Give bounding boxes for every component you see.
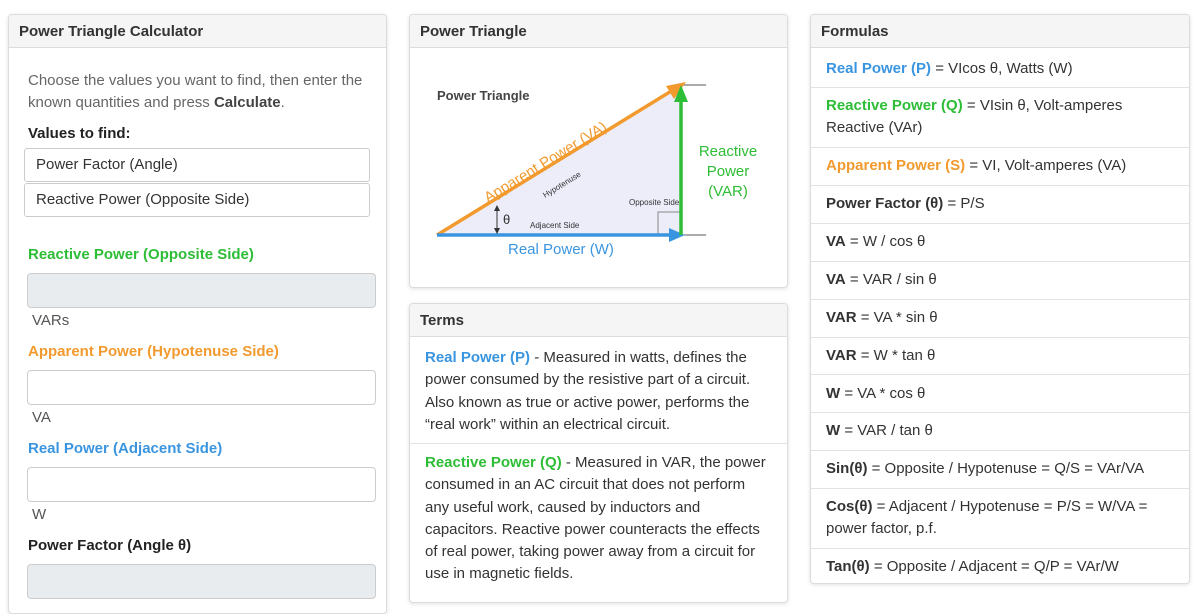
formula-va-sin: VA = VAR / sin θ [826,271,937,288]
apparent-power-label: Apparent Power (Hypotenuse Side) [28,343,279,360]
reactive-power-text-1: Reactive [699,143,757,160]
power-triangle-diagram: Power Triangle Apparent Power (VA) Hypot… [436,82,757,258]
opposite-side-text: Opposite Side [629,198,680,207]
real-power-unit: W [32,506,47,523]
calculator-title: Power Triangle Calculator [9,15,386,48]
terms-title: Terms [410,304,787,337]
theta-text: θ [503,212,510,227]
terms-panel: Terms Real Power (P) - Measured in watts… [409,303,788,603]
values-select-option-reactive-power[interactable]: Reactive Power (Opposite Side) [24,183,370,217]
terms-divider [410,443,787,444]
term-reactive-power: Reactive Power (Q) - Measured in VAR, th… [425,454,766,583]
right-angle-mark [657,211,681,235]
formula-power-factor: Power Factor (θ) = P/S [826,195,985,212]
reactive-power-text-2: Power [707,163,750,180]
formula-cos: Cos(θ) = Adjacent / Hypotenuse = P/S = W… [826,498,1148,537]
formulas-title: Formulas [811,15,1189,48]
real-power-input[interactable] [27,467,376,502]
power-triangle-panel: Power Triangle Power Triangle Apparent P… [409,14,788,288]
values-select-option-power-factor[interactable]: Power Factor (Angle) [24,148,370,182]
reactive-power-text-3: (VAR) [708,183,748,200]
formula-divider [811,185,1189,186]
power-factor-input[interactable] [27,564,376,599]
values-to-find-label: Values to find: [28,125,131,142]
formula-divider [811,548,1189,549]
formula-w-tan: W = VAR / tan θ [826,422,933,439]
term-real-power: Real Power (P) - Measured in watts, defi… [425,349,751,433]
adjacent-side-text: Adjacent Side [530,221,580,230]
reactive-power-label: Reactive Power (Opposite Side) [28,246,254,263]
formula-divider [811,412,1189,413]
real-power-label: Real Power (Adjacent Side) [28,440,223,457]
real-power-text: Real Power (W) [508,241,614,258]
formula-divider [811,374,1189,375]
formula-divider [811,488,1189,489]
formula-var-sin: VAR = VA * sin θ [826,309,938,326]
theta-marker-top [494,205,500,211]
formula-divider [811,337,1189,338]
formula-apparent-power: Apparent Power (S) = VI, Volt-amperes (V… [826,157,1127,174]
formula-w-cos: W = VA * cos θ [826,385,926,402]
formula-sin: Sin(θ) = Opposite / Hypotenuse = Q/S = V… [826,460,1145,477]
theta-marker-bottom [494,228,500,234]
formula-divider [811,147,1189,148]
formula-divider [811,450,1189,451]
formula-divider [811,87,1189,88]
formula-divider [811,261,1189,262]
formula-divider [811,223,1189,224]
reactive-power-input[interactable] [27,273,376,308]
formula-tan: Tan(θ) = Opposite / Adjacent = Q/P = VAr… [826,558,1119,575]
formula-reactive-power: Reactive Power (Q) = VIsin θ, Volt-amper… [826,97,1123,136]
reactive-power-unit: VARs [32,312,70,329]
formulas-panel: Formulas Real Power (P) = VIcos θ, Watts… [810,14,1190,584]
apparent-power-input[interactable] [27,370,376,405]
power-factor-label: Power Factor (Angle θ) [28,537,192,554]
formula-real-power: Real Power (P) = VIcos θ, Watts (W) [826,60,1073,77]
reactive-power-arrowhead [674,85,688,102]
calculator-panel: Power Triangle Calculator Choose the val… [8,14,387,614]
apparent-power-arrow [436,88,674,237]
formula-divider [811,299,1189,300]
formula-va-cos: VA = W / cos θ [826,233,926,250]
power-triangle-title: Power Triangle [410,15,787,48]
formula-var-tan: VAR = W * tan θ [826,347,936,364]
apparent-power-unit: VA [32,409,51,426]
calculator-intro: Choose the values you want to find, then… [28,72,363,111]
real-power-arrowhead [669,228,685,242]
diagram-title: Power Triangle [437,88,529,103]
